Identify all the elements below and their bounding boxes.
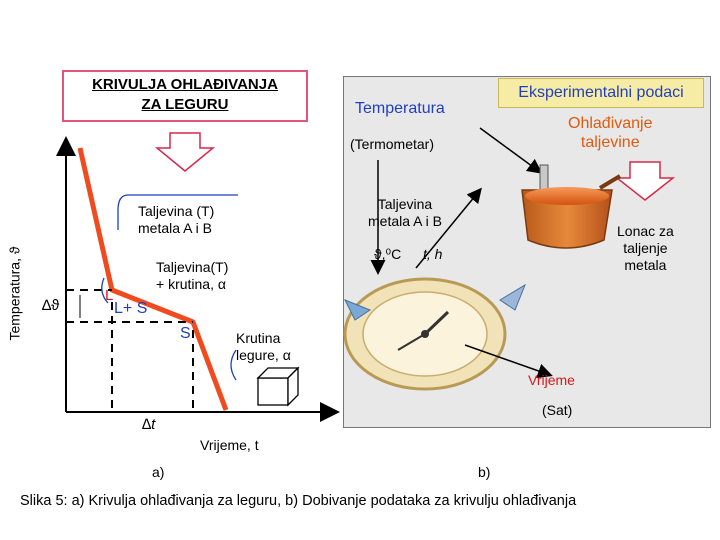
melting-pot-icon xyxy=(521,174,622,249)
ohladjivanje-line-1: Ohlađivanje xyxy=(568,115,653,132)
lonac-line-1: Lonac za xyxy=(617,223,674,239)
liquid-label-line-2: metala A i B xyxy=(138,220,212,236)
taljevina-label: Taljevina metala A i B xyxy=(368,196,442,230)
mixed-label-line-2: + krutina, α xyxy=(156,276,226,292)
mixed-label-line-1: Taljevina(T) xyxy=(156,259,229,275)
clock-pointer xyxy=(464,344,553,379)
title-line-2: ZA LEGURU xyxy=(141,96,229,113)
solid-label: Krutina legure, α xyxy=(236,330,291,364)
delta-theta-label: ∆ϑ xyxy=(42,297,60,314)
title-line-1: KRIVULJA OHLAĐIVANJA xyxy=(92,76,278,93)
taljevina-line-1: Taljevina xyxy=(377,196,433,212)
sat-label: (Sat) xyxy=(542,402,573,418)
figure-caption: Slika 5: a) Krivulja ohlađivanja za legu… xyxy=(20,493,577,509)
cooling-curve xyxy=(77,147,229,411)
dashed-guides xyxy=(66,289,194,412)
title-box: KRIVULJA OHLAĐIVANJA ZA LEGURU xyxy=(62,70,308,122)
left-axes xyxy=(56,136,340,422)
lonac-line-3: metala xyxy=(624,257,667,273)
experiment-header: Eksperimentalni podaci xyxy=(498,78,704,108)
ls-label: L+ S xyxy=(114,300,148,317)
y-axis-label: Temperatura, ϑ xyxy=(6,246,23,341)
taljevina-line-2: metala A i B xyxy=(368,213,442,229)
hollow-arrow-left xyxy=(154,132,216,172)
solid-label-line-1: Krutina xyxy=(236,330,281,346)
hollow-arrow-right xyxy=(614,161,676,201)
termometar-label: (Termometar) xyxy=(350,136,435,152)
right-arrows xyxy=(370,127,543,275)
liquid-label-line-1: Taljevina (T) xyxy=(138,203,215,219)
lonac-line-2: taljenje xyxy=(623,240,668,256)
lonac-label: Lonac za taljenje metala xyxy=(617,223,674,274)
temperatura-label: Temperatura xyxy=(355,100,445,117)
delta-t-label: ∆t xyxy=(142,416,156,433)
l-mark: L xyxy=(105,287,114,304)
clock-icon xyxy=(343,277,527,391)
mixed-label: Taljevina(T) + krutina, α xyxy=(156,259,228,293)
ohladjivanje-label: Ohlađivanje taljevine xyxy=(568,114,653,152)
solid-label-line-2: legure, α xyxy=(236,347,291,363)
label-b: b) xyxy=(478,464,491,480)
ohladjivanje-line-2: taljevine xyxy=(580,134,640,151)
time-unit-label: t, h xyxy=(423,246,443,262)
x-axis-label: Vrijeme, t xyxy=(200,437,259,453)
vrijeme-label: Vrijeme xyxy=(528,372,575,388)
s-label: S xyxy=(180,325,191,342)
label-a: a) xyxy=(152,464,165,480)
cube-icon xyxy=(256,366,300,407)
units-label: ϑ,⁰C xyxy=(374,246,402,262)
liquid-label: Taljevina (T) metala A i B xyxy=(138,203,214,237)
braces xyxy=(101,194,238,381)
